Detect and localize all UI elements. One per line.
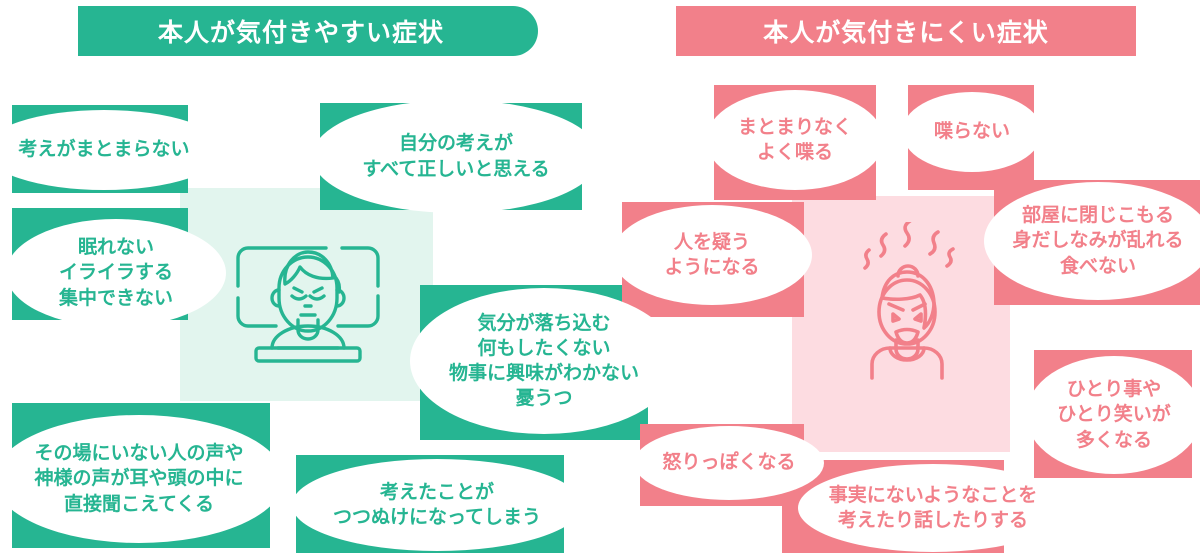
bubble-line: 部屋に閉じこもる — [1021, 204, 1174, 227]
bubble-withdrawn-neglect: 部屋に閉じこもる 身だしなみが乱れる 食べない — [984, 182, 1200, 300]
bubble-line: 喋らない — [933, 120, 1010, 143]
panel-header-left: 本人が気付きやすい症状 — [78, 6, 538, 56]
bubble-line: 気分が落ち込む — [477, 311, 611, 334]
bubble-line: その場にいない人の声や — [34, 442, 244, 465]
bubble-line: 考えたことが — [379, 480, 494, 503]
bubble-line: 神様の声が耳や頭の中に — [34, 467, 244, 490]
bubble-does-not-talk: 喋らない — [902, 92, 1042, 172]
bubble-line: 考えたり話したりする — [837, 509, 1028, 531]
bubble-line: まとまりなく — [737, 115, 852, 138]
bubble-line: 食べない — [1059, 254, 1136, 277]
bubble-depressed-anhedonia: 気分が落ち込む 何もしたくない 物事に興味がわかない 憂うつ — [410, 288, 678, 434]
bubble-line: ひとり笑いが — [1057, 403, 1171, 426]
bubble-delusional-speech: 事実にないようなことを 考えたり話したりする — [798, 464, 1068, 552]
bubble-line: イライラする — [58, 261, 173, 284]
bubble-line: 考えがまとまらない — [18, 138, 190, 161]
sad-person-in-frame-icon — [232, 236, 384, 368]
bubble-line: ようになる — [664, 256, 760, 278]
bubble-line: 物事に興味がわかない — [448, 362, 639, 384]
bubble-suspicious-of-people: 人を疑う ようになる — [612, 205, 812, 305]
bubble-sleep-irritable-focus: 眠れない イライラする 集中できない — [6, 219, 226, 327]
bubble-line: 人を疑う — [673, 230, 750, 253]
bubble-line: つつぬけになってしまう — [332, 506, 542, 528]
bubble-line: 怒りっぽくなる — [662, 451, 796, 474]
bubble-line: よく喋る — [756, 141, 833, 163]
bubble-talks-incoherently: まとまりなく よく喋る — [706, 90, 884, 190]
bubble-auditory-hallucination: その場にいない人の声や 神様の声が耳や頭の中に 直接聞こえてくる — [0, 415, 284, 543]
bubble-thoughts-disorganized: 考えがまとまらない — [0, 110, 224, 190]
bubble-line: 集中できない — [58, 286, 173, 309]
bubble-becomes-angry: 怒りっぽくなる — [634, 426, 824, 500]
bubble-line: 自分の考えが — [398, 132, 513, 155]
bubble-line: 直接聞こえてくる — [63, 492, 215, 515]
bubble-line: 憂うつ — [515, 387, 573, 410]
bubble-line: 多くなる — [1075, 428, 1152, 451]
bubble-line: 眠れない — [77, 236, 154, 259]
bubble-line: 何もしたくない — [477, 336, 611, 359]
bubble-line: ひとり事や — [1066, 378, 1162, 401]
panel-header-right: 本人が気付きにくい症状 — [676, 6, 1136, 56]
bubble-line: 事実にないようなことを — [828, 483, 1038, 506]
bubble-thought-broadcasting: 考えたことが つつぬけになってしまう — [292, 459, 582, 551]
bubble-line: 身だしなみが乱れる — [1012, 229, 1184, 252]
stressed-angry-person-icon — [848, 219, 966, 380]
bubble-talks-laughs-alone: ひとり事や ひとり笑いが 多くなる — [1026, 356, 1200, 474]
bubble-line: すべて正しいと思える — [362, 157, 550, 180]
right-illustration-backdrop — [792, 196, 1010, 452]
bubble-own-thoughts-all-right: 自分の考えが すべて正しいと思える — [312, 100, 600, 213]
